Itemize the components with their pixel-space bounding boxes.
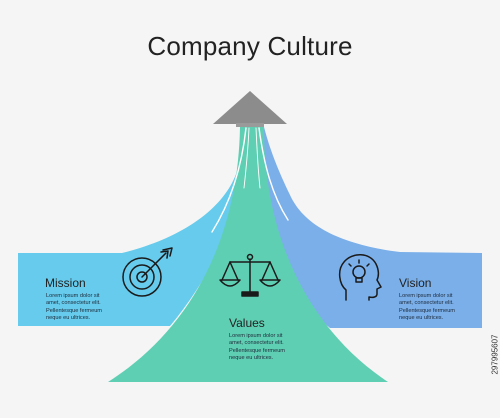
head-lightbulb-icon (338, 254, 382, 301)
vision-body: Lorem ipsum dolor sit amet, consectetur … (399, 293, 455, 321)
ribbon-strands (211, 127, 289, 233)
stock-watermark: 297995607 (489, 300, 500, 410)
strand-center-right (255, 127, 261, 189)
strand-center-left (243, 127, 250, 189)
arrow-head (213, 91, 287, 124)
vision-heading: Vision (399, 276, 432, 290)
vision-ribbon (252, 127, 482, 328)
mission-body: Lorem ipsum dolor sit amet, consectetur … (46, 293, 102, 321)
strand-right (258, 127, 289, 221)
strand-left (211, 127, 247, 233)
page-title: Company Culture (147, 31, 353, 61)
arrow-base (236, 123, 264, 127)
stock-id: 297995607 (490, 334, 500, 375)
mission-heading: Mission (45, 276, 86, 290)
target-arrow-icon (122, 247, 173, 297)
values-body: Lorem ipsum dolor sit amet, consectetur … (229, 333, 285, 361)
balance-scale-icon (219, 253, 281, 297)
values-heading: Values (229, 316, 265, 330)
mission-ribbon (18, 127, 258, 326)
